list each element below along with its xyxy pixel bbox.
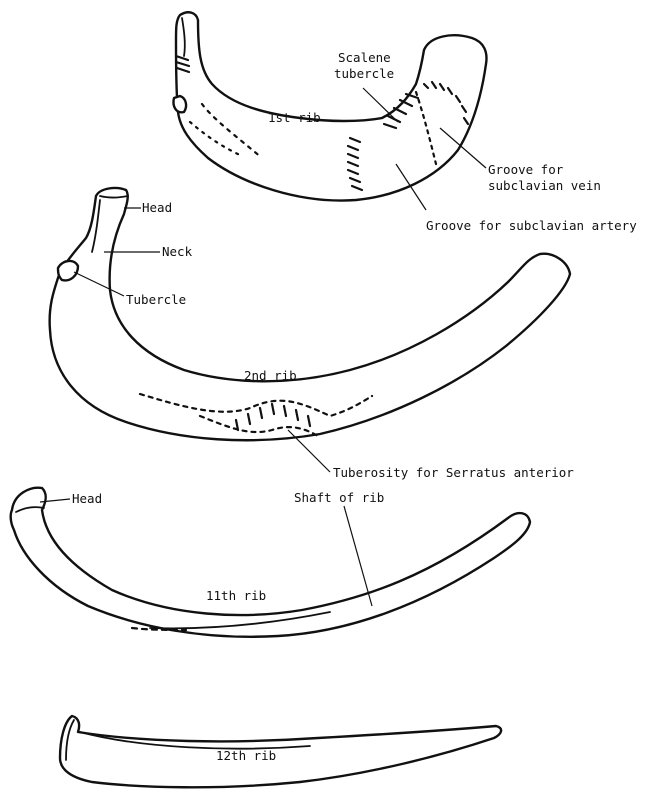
label-groove-vein-line2: subclavian vein	[488, 178, 601, 193]
label-shaft-of-rib: Shaft of rib	[294, 490, 384, 505]
label-tuberosity-serratus: Tuberosity for Serratus anterior	[333, 465, 574, 480]
label-scalene-tubercle-line2: tubercle	[334, 66, 394, 81]
label-scalene-tubercle-line1: Scalene	[338, 50, 391, 65]
label-head-rib2: Head	[142, 200, 172, 215]
eleventh-rib	[11, 488, 530, 637]
twelfth-rib	[60, 716, 501, 787]
label-1st-rib: 1st rib	[268, 110, 321, 125]
first-rib-tubercle	[173, 96, 186, 112]
label-neck-rib2: Neck	[162, 244, 193, 259]
leader-shaft-rib	[344, 506, 372, 606]
leader-scalene-tubercle	[363, 88, 398, 122]
first-rib-outline	[176, 12, 486, 200]
label-head-rib11: Head	[72, 491, 102, 506]
twelfth-rib-outline	[60, 716, 501, 787]
label-12th-rib: 12th rib	[216, 748, 276, 763]
eleventh-rib-outline	[11, 488, 530, 637]
label-tubercle-rib2: Tubercle	[126, 292, 186, 307]
label-groove-vein-line1: Groove for	[488, 162, 564, 177]
label-11th-rib: 11th rib	[206, 588, 266, 603]
first-rib	[173, 12, 486, 200]
label-2nd-rib: 2nd rib	[244, 368, 297, 383]
label-groove-artery: Groove for subclavian artery	[426, 218, 637, 233]
